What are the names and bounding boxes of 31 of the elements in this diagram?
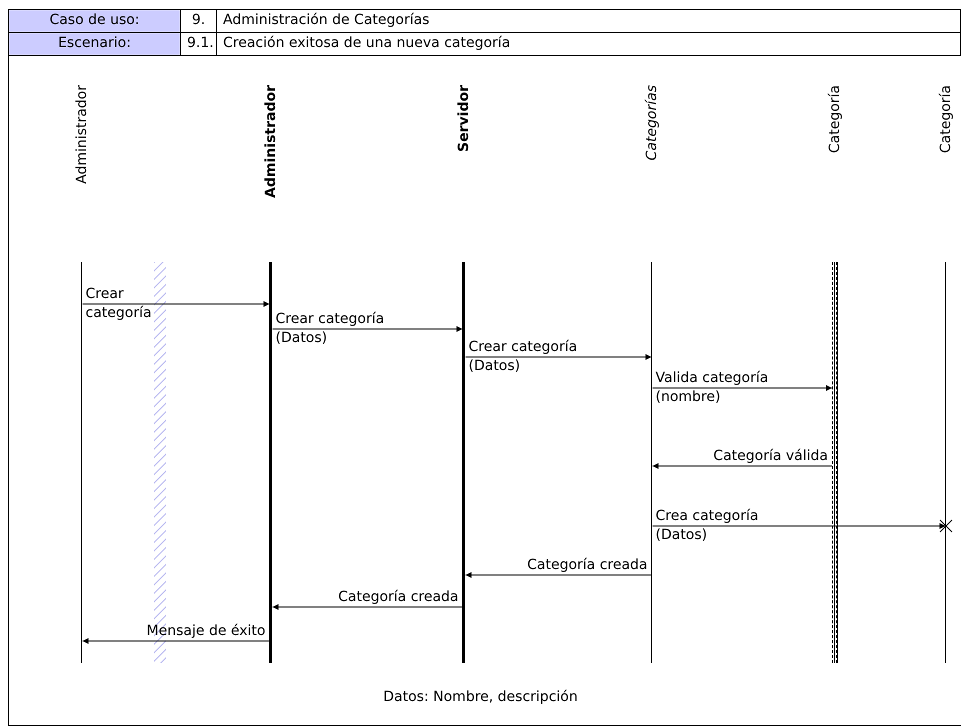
participant-name: Administrador — [262, 85, 280, 198]
message-label: Categoría válida — [712, 447, 828, 466]
message-arrow — [82, 638, 270, 644]
message-arrow — [82, 301, 270, 307]
use-case-name: Administración de Categorías — [217, 10, 961, 33]
participant-name: Categoría — [937, 85, 955, 154]
message-label: Crear categoría (Datos) — [276, 310, 386, 348]
participant-name: Administrador — [73, 85, 91, 184]
participant-name: Servidor — [455, 85, 473, 152]
participant-name: Categorías — [643, 85, 661, 160]
message-arrow — [652, 523, 946, 529]
message-arrow — [652, 385, 832, 391]
scenario-number: 9.1. — [181, 33, 217, 56]
message-arrow — [272, 326, 463, 332]
scenario-name: Creación exitosa de una nueva categoría — [217, 33, 961, 56]
message-arrow — [465, 354, 652, 360]
message-label: Valida categoría (nombre) — [656, 369, 770, 407]
message-arrow — [272, 604, 463, 610]
participant-name: Categoría — [826, 85, 844, 154]
message-arrow — [465, 572, 652, 578]
field-label: Caso de uso: — [9, 10, 181, 33]
message-label: Crear categoría — [86, 285, 153, 323]
message-label: Mensaje de éxito — [146, 622, 266, 641]
use-case-number: 9. — [181, 10, 217, 33]
message-label: Categoría creada — [526, 556, 648, 575]
message-label: Crea categoría (Datos) — [656, 507, 760, 545]
message-arrow — [652, 463, 832, 469]
field-label: Escenario: — [9, 33, 181, 56]
message-label: Crear categoría (Datos) — [468, 338, 578, 376]
caption: Datos: Nombre, descripción — [383, 689, 578, 705]
message-label: Categoría creada — [337, 588, 458, 607]
